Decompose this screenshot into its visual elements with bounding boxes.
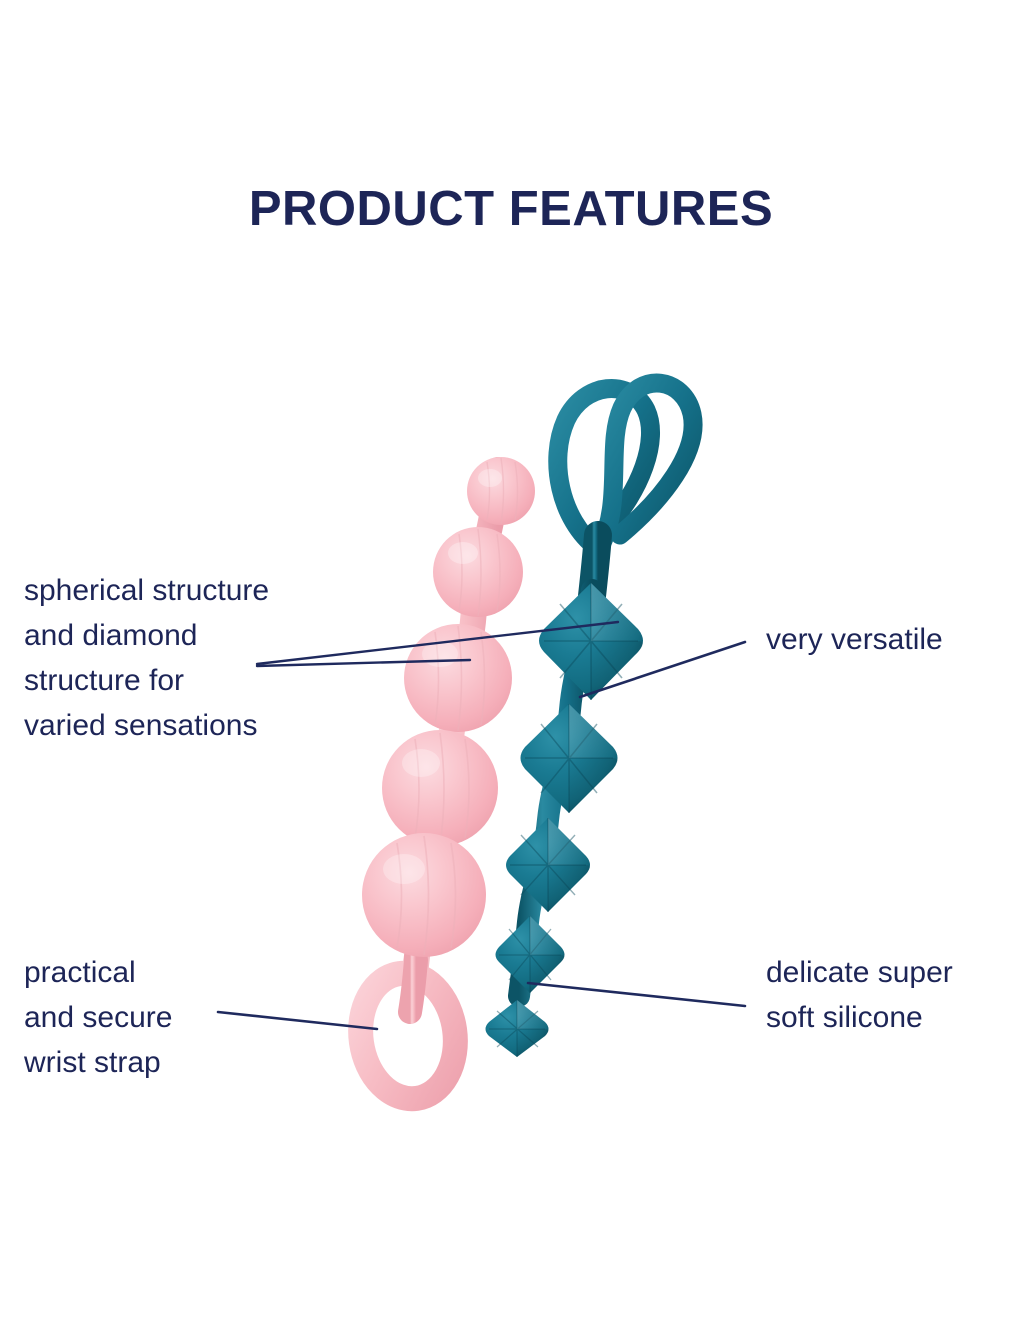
callout-line: structure for <box>24 664 185 697</box>
leader-line-silicone <box>526 981 747 1008</box>
teal-diamond-1 <box>539 583 643 700</box>
pink-bead-2 <box>433 527 523 617</box>
callout-wrist-strap: practical and secure wrist strap <box>24 950 172 1085</box>
callout-line: spherical structure <box>24 574 270 607</box>
callout-line: wrist strap <box>24 1046 161 1079</box>
callout-spherical-structure: spherical structure and diamond structur… <box>24 568 269 748</box>
callout-line: practical <box>24 956 136 989</box>
teal-strap-neck <box>578 521 612 610</box>
teal-diamond-4 <box>495 916 565 993</box>
teal-diamond-2 <box>520 704 618 813</box>
leader-lines <box>216 620 747 1031</box>
leader-line-spherical-to-teal <box>255 620 620 666</box>
callout-soft-silicone: delicate super soft silicone <box>766 950 953 1040</box>
callout-line: and diamond <box>24 619 198 652</box>
leader-line-spherical-to-pink <box>255 658 472 668</box>
leader-line-wrist-strap <box>216 1010 379 1031</box>
leader-line-versatile <box>578 640 747 699</box>
teal-bead-chain <box>485 373 703 1057</box>
pink-bead-5 <box>362 833 486 957</box>
callout-line: and secure <box>24 1001 173 1034</box>
pink-bead-chain <box>348 457 535 1112</box>
callout-line: soft silicone <box>766 1001 923 1034</box>
teal-spine <box>508 579 603 1007</box>
pink-bead-4 <box>382 730 498 846</box>
pink-wrist-strap-loop <box>348 960 468 1112</box>
teal-wrist-strap-loop-2 <box>591 373 703 555</box>
teal-diamond-5 <box>485 1000 549 1057</box>
pink-strap-neck <box>398 948 428 1024</box>
callout-line: very versatile <box>766 623 943 656</box>
teal-wrist-strap-loop-1 <box>548 379 660 558</box>
callout-very-versatile: very versatile <box>766 617 943 662</box>
pink-spine <box>402 457 511 988</box>
page-title: PRODUCT FEATURES <box>248 182 774 236</box>
pink-bead-1 <box>467 457 535 525</box>
pink-bead-3 <box>404 624 512 732</box>
callout-line: varied sensations <box>24 709 258 742</box>
callout-line: delicate super <box>766 956 953 989</box>
teal-diamond-3 <box>506 818 590 912</box>
